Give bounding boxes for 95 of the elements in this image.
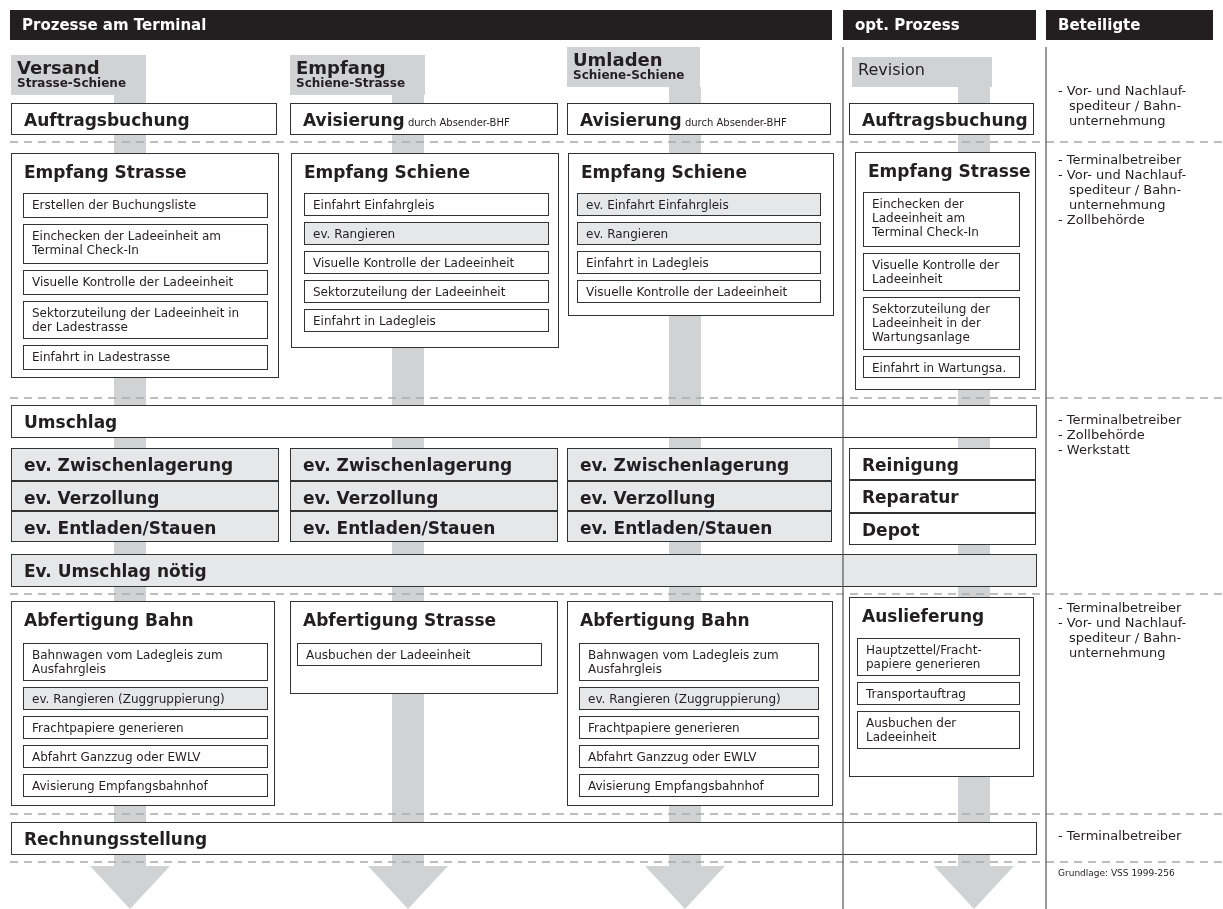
process-box: Auftragsbuchung: [849, 103, 1034, 135]
process-group-panel: [567, 601, 833, 806]
step-box: Einfahrt in Ladestrasse: [23, 345, 268, 370]
step-heading: Empfang: [296, 58, 386, 77]
process-box: ev. Zwischenlagerung: [567, 448, 832, 481]
participant-text: - Vor- und Nachlauf- spediteur / Bahn- unternehmung: [1058, 167, 1188, 212]
step-box: Frachtpapiere generieren: [23, 716, 268, 739]
group-heading: Empfang Strasse: [24, 162, 187, 182]
process-box: Ev. Umschlag nötig: [11, 554, 1037, 587]
step-box: Bahnwagen vom Ladegleis zum Ausfahrgleis: [23, 643, 268, 681]
step-box: Einchecken der Ladeeinheit am Terminal Check-In: [23, 224, 268, 264]
group-heading: Auslieferung: [862, 606, 985, 626]
process-group-panel: [568, 153, 834, 316]
step-box: Abfahrt Ganzzug oder EWLV: [579, 745, 819, 768]
step-box: Visuelle Kontrolle der Ladeeinheit: [23, 270, 268, 295]
participant-text: - Terminalbetreiber: [1058, 828, 1183, 843]
participant-text: - Vor- und Nachlauf- spediteur / Bahn- unternehmung: [1058, 615, 1188, 660]
step-box: Ausbuchen der Ladeeinheit: [297, 643, 542, 666]
source-note: Grundlage: VSS 1999-256: [1058, 868, 1176, 879]
step-box: Sektorzuteilung der Ladeeinheit in der Wartungsanlage: [863, 297, 1020, 350]
process-group-panel: [11, 601, 275, 806]
process-box: ev. Verzollung: [290, 481, 558, 511]
participant-text: - Werkstatt: [1058, 442, 1131, 457]
step-subtitle: Schiene-Schiene: [573, 69, 686, 82]
step-box: Transportauftrag: [857, 682, 1020, 705]
step-box: ev. Rangieren: [304, 222, 549, 245]
column-header-bar: Prozesse am Terminal: [10, 10, 832, 40]
step-subtitle: durch Absender-BHF: [406, 117, 510, 128]
step-box: Einfahrt in Ladegleis: [577, 251, 821, 274]
step-heading: Avisierung: [303, 110, 405, 130]
process-box: ev. Verzollung: [567, 481, 832, 511]
process-box: ev. Zwischenlagerung: [11, 448, 279, 481]
participant-text: - Zollbehörde: [1058, 427, 1146, 442]
step-heading: Avisierung: [580, 110, 682, 130]
step-box: Hauptzettel/Fracht- papiere generieren: [857, 638, 1020, 676]
column-header-bar: Beteiligte: [1046, 10, 1213, 40]
process-box: [290, 103, 558, 135]
lane-header-tab: [567, 47, 700, 87]
step-box: Einfahrt Einfahrgleis: [304, 193, 549, 216]
process-box: ev. Entladen/Stauen: [567, 511, 832, 542]
process-box: Reinigung: [849, 448, 1036, 480]
process-group-panel: [849, 597, 1034, 777]
participant-text: - Zollbehörde: [1058, 212, 1146, 227]
process-group-panel: [291, 153, 559, 348]
process-box: ev. Verzollung: [11, 481, 279, 511]
participant-text: - Terminalbetreiber: [1058, 152, 1183, 167]
step-box: Abfahrt Ganzzug oder EWLV: [23, 745, 268, 768]
process-group-panel: [855, 152, 1036, 390]
group-heading: Empfang Strasse: [868, 161, 1031, 181]
step-box: Avisierung Empfangsbahnhof: [579, 774, 819, 797]
process-group-panel: [11, 153, 279, 378]
step-box: Ausbuchen der Ladeeinheit: [857, 711, 1020, 749]
process-group-panel: [290, 601, 558, 694]
process-box: ev. Entladen/Stauen: [290, 511, 558, 542]
lane-header-tab: Revision: [852, 57, 992, 87]
step-subtitle: durch Absender-BHF: [683, 117, 787, 128]
step-heading: Umladen: [573, 50, 663, 69]
group-heading: Abfertigung Bahn: [580, 610, 750, 630]
process-box: Auftragsbuchung: [11, 103, 277, 135]
process-box: ev. Entladen/Stauen: [11, 511, 279, 542]
step-box: Einchecken der Ladeeinheit am Terminal Check-In: [863, 192, 1020, 247]
step-box: Einfahrt in Ladegleis: [304, 309, 549, 332]
column-header-bar: opt. Prozess: [843, 10, 1036, 40]
process-box: Rechnungsstellung: [11, 822, 1037, 855]
group-heading: Empfang Schiene: [304, 162, 470, 182]
group-heading: Abfertigung Bahn: [24, 610, 194, 630]
step-box: ev. Einfahrt Einfahrgleis: [577, 193, 821, 216]
participant-text: - Vor- und Nachlauf- spediteur / Bahn- unternehmung: [1058, 83, 1188, 128]
lane-header-tab: [11, 55, 146, 95]
step-box: Visuelle Kontrolle der Ladeeinheit: [577, 280, 821, 303]
process-box: Reparatur: [849, 480, 1036, 513]
process-box: Depot: [849, 513, 1036, 545]
step-subtitle: Strasse-Schiene: [17, 77, 128, 90]
step-box: Einfahrt in Wartungsa.: [863, 356, 1020, 378]
process-box: Umschlag: [11, 405, 1037, 438]
process-box: [567, 103, 831, 135]
step-box: ev. Rangieren (Zuggruppierung): [23, 687, 268, 710]
step-heading: Versand: [17, 58, 100, 77]
step-box: ev. Rangieren: [577, 222, 821, 245]
group-heading: Abfertigung Strasse: [303, 610, 497, 630]
group-heading: Empfang Schiene: [581, 162, 747, 182]
step-box: Frachtpapiere generieren: [579, 716, 819, 739]
lane-header-tab: [290, 55, 425, 95]
step-box: Sektorzuteilung der Ladeeinheit in der Ladestrasse: [23, 301, 268, 339]
step-box: Bahnwagen vom Ladegleis zum Ausfahrgleis: [579, 643, 819, 681]
process-box: ev. Zwischenlagerung: [290, 448, 558, 481]
step-subtitle: Schiene-Strasse: [296, 77, 407, 90]
step-box: Avisierung Empfangsbahnhof: [23, 774, 268, 797]
participant-text: - Terminalbetreiber: [1058, 600, 1183, 615]
step-box: Visuelle Kontrolle der Ladeeinheit: [304, 251, 549, 274]
step-box: ev. Rangieren (Zuggruppierung): [579, 687, 819, 710]
step-box: Sektorzuteilung der Ladeeinheit: [304, 280, 549, 303]
participant-text: - Terminalbetreiber: [1058, 412, 1183, 427]
step-box: Visuelle Kontrolle der Ladeeinheit: [863, 253, 1020, 291]
step-box: Erstellen der Buchungsliste: [23, 193, 268, 218]
